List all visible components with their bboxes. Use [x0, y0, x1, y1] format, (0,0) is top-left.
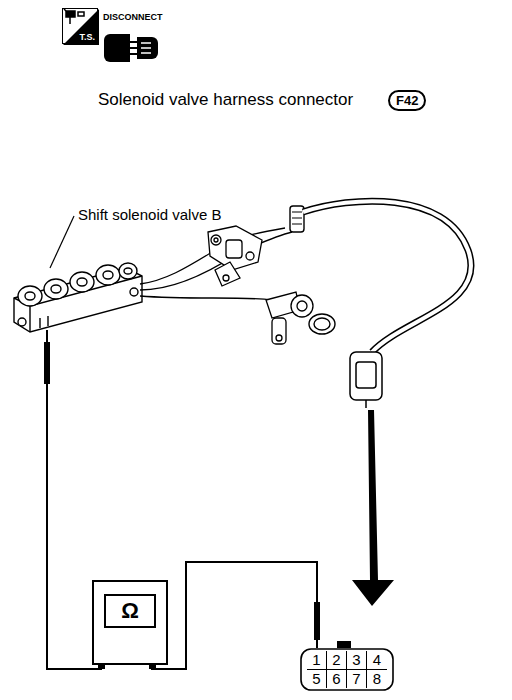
- ohmmeter: Ω: [92, 580, 168, 665]
- o-ring-part: [314, 318, 330, 330]
- connector-lock-tab: [337, 641, 351, 648]
- shift-solenoid-valve-assembly-part: [51, 285, 61, 293]
- pin-number: 4: [367, 651, 387, 670]
- grommet-and-cable: [290, 201, 471, 352]
- harness-connector-part: [365, 400, 367, 408]
- icon-fill: [63, 9, 99, 45]
- sensor-bracket-part: [215, 262, 240, 286]
- pointer-arrow: [352, 410, 394, 606]
- shift-solenoid-valve-assembly-part: [25, 292, 35, 300]
- shift-solenoid-valve-assembly-part: [119, 263, 137, 279]
- ts-icon-drawing-part: [78, 12, 84, 16]
- pin-number: 1: [307, 651, 327, 670]
- harness-connector: [350, 352, 382, 408]
- ohmmeter-probe-left-part: [44, 342, 50, 384]
- shift-solenoid-valve-assembly-part: [18, 318, 26, 326]
- shift-solenoid-valve-assembly-part: [70, 272, 94, 292]
- sensor-bracket: [208, 226, 262, 286]
- harness-connector-part: [356, 362, 376, 388]
- harness-connector-part: [350, 352, 382, 400]
- temperature-sensor-part: [272, 318, 286, 344]
- icon-caption: DISCONNECT: [103, 12, 163, 22]
- shift-solenoid-valve-assembly-part: [18, 286, 42, 306]
- ohm-symbol: Ω: [104, 594, 156, 628]
- connector-face: 1234 5678: [300, 648, 394, 691]
- ts-icon: T.S.: [62, 8, 98, 44]
- ts-icon-drawing: [64, 9, 84, 24]
- pin-number: 7: [347, 670, 367, 688]
- sensor-bracket-part: [226, 240, 242, 258]
- sensor-bracket-part: [211, 235, 221, 245]
- test-probe: [314, 602, 320, 640]
- shift-solenoid-valve-assembly-part: [103, 271, 113, 279]
- temperature-sensor-part: [291, 295, 313, 317]
- disconnect-icon: [104, 34, 158, 62]
- shift-solenoid-valve-assembly-part: [44, 279, 68, 299]
- grommet-and-cable-part: [290, 206, 304, 232]
- harness-wires: [140, 228, 292, 300]
- connector-id-badge: F42: [388, 90, 426, 111]
- ts-icon-drawing-part: [66, 11, 75, 17]
- sensor-bracket-part: [246, 252, 254, 260]
- pin-number: 5: [307, 670, 327, 688]
- pin-number: 8: [367, 670, 387, 688]
- leader-line: [50, 216, 74, 268]
- node-text: T.S.: [79, 32, 95, 42]
- grommet-and-cable-part: [292, 212, 302, 224]
- ts-icon-drawing-part: [64, 9, 70, 24]
- sensor-bracket-part: [214, 238, 218, 242]
- part-name: Shift solenoid valve B: [78, 206, 221, 223]
- shift-solenoid-valve-assembly-part: [124, 268, 132, 274]
- connector-title: Solenoid valve harness connector: [98, 90, 353, 109]
- o-ring: [309, 314, 335, 334]
- disconnect-icon-part: [141, 43, 151, 53]
- shift-solenoid-valve-assembly-part: [130, 288, 138, 296]
- shift-solenoid-valve-assembly-part: [14, 276, 142, 332]
- disconnect-icon-part: [130, 42, 137, 54]
- shift-solenoid-valve-assembly-part: [40, 316, 48, 328]
- temperature-sensor-part: [297, 301, 307, 311]
- pin-number: 3: [347, 651, 367, 670]
- part-name: Shift solenoid valve B: [78, 206, 221, 223]
- grommet-and-cable-part: [303, 201, 471, 352]
- temperature-sensor-part: [276, 335, 282, 341]
- sensor-bracket-part: [208, 226, 262, 270]
- pin-number: 6: [327, 670, 347, 688]
- shift-solenoid-valve-assembly-part: [77, 278, 87, 286]
- temperature-sensor: [266, 292, 313, 344]
- node-text: F42: [396, 93, 418, 108]
- test-lead-wire: [152, 562, 317, 669]
- connector-outline: [301, 649, 393, 690]
- sensor-bracket-part: [223, 275, 229, 281]
- disconnect-icon-part: [104, 34, 130, 62]
- harness-wires-part: [140, 296, 272, 300]
- o-ring-part: [309, 314, 335, 334]
- grommet-and-cable-part: [303, 201, 471, 352]
- pin-number: 2: [327, 651, 347, 670]
- shift-solenoid-valve-assembly: [14, 263, 142, 332]
- connector-title: Solenoid valve harness connector: [98, 90, 353, 110]
- shift-solenoid-valve-assembly-part: [96, 265, 120, 285]
- icon-caption: DISCONNECT: [103, 12, 163, 22]
- disconnect-icon-part: [137, 37, 158, 59]
